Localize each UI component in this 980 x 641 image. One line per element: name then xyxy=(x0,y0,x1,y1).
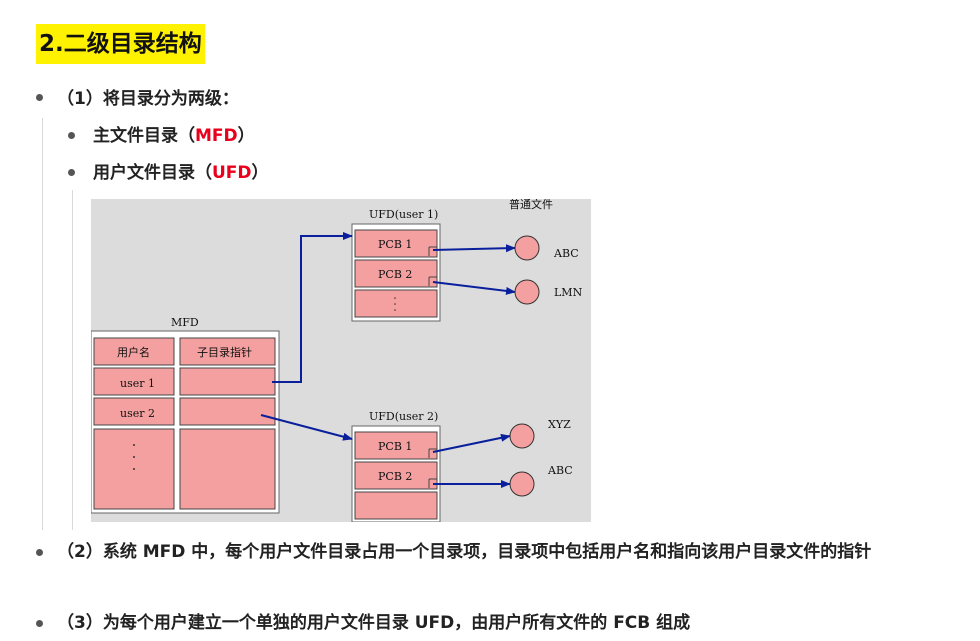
file-circles xyxy=(509,235,540,497)
pointer-arrows xyxy=(260,232,516,488)
indent-guide xyxy=(72,190,73,530)
file-lmn-label: LMN xyxy=(554,286,583,299)
mfd-cell-more-ptr xyxy=(179,428,276,510)
item-2-text: （2）系统 MFD 中，每个用户文件目录占用一个目录项，目录项中包括用户名和指向… xyxy=(57,542,872,562)
ufd2-more-cell xyxy=(354,491,438,520)
arrow-user1-to-ufd1 xyxy=(272,232,353,383)
item-3-text: （3）为每个用户建立一个单独的用户文件目录 UFD，由用户所有文件的 FCB 组… xyxy=(57,613,691,633)
ufd1-table xyxy=(354,229,438,318)
two-level-directory-diagram: MFD 用户名 子目录指针 user 1 user 2 UFD(user 1) … xyxy=(91,199,591,522)
ufd1-pcb1-cell xyxy=(354,229,438,258)
arrow-ufd1-pcb1-to-abc xyxy=(432,244,516,253)
sub-item-ufd-prefix: 用户文件目录（ xyxy=(93,163,212,183)
bullet-dot xyxy=(36,620,43,627)
ufd1-pcb2-cell xyxy=(354,259,438,288)
ufd1-title: UFD(user 1) xyxy=(369,208,438,221)
bullet-dot xyxy=(68,132,75,139)
ufd1-pcb1-label: PCB 1 xyxy=(378,238,412,251)
sub-item-mfd: 主文件目录（MFD） xyxy=(93,125,255,147)
mfd-ellipsis xyxy=(133,444,135,470)
file-abc-1-icon xyxy=(514,235,540,261)
sub-item-mfd-suffix: ） xyxy=(237,126,255,146)
col-user-label: 用户名 xyxy=(117,345,150,359)
mfd-header-ptr xyxy=(179,337,276,366)
mfd-cell-user1 xyxy=(93,367,175,396)
bullet-dot xyxy=(36,94,43,101)
file-xyz-icon xyxy=(509,423,535,449)
ufd2-pcb1-label: PCB 1 xyxy=(378,440,412,453)
mfd-highlight: MFD xyxy=(195,126,238,146)
ufd2-table xyxy=(354,431,438,520)
arrow-user2-to-ufd2 xyxy=(260,414,353,441)
sub-item-ufd: 用户文件目录（UFD） xyxy=(93,162,269,184)
item-1-text: （1）将目录分为两级： xyxy=(57,89,239,109)
mfd-cell-user2 xyxy=(93,397,175,426)
sub-item-ufd-suffix: ） xyxy=(251,163,269,183)
files-label: 普通文件 xyxy=(509,199,553,211)
file-abc-1-label: ABC xyxy=(553,247,579,260)
file-lmn-icon xyxy=(514,279,540,305)
file-abc-2-icon xyxy=(509,471,535,497)
arrow-ufd1-pcb2-to-lmn xyxy=(432,281,516,295)
mfd-table xyxy=(93,337,276,510)
file-abc-2-label: ABC xyxy=(547,464,573,477)
mfd-cell-ptr2 xyxy=(179,397,276,426)
ufd1-ellipsis xyxy=(394,297,396,311)
bullet-dot xyxy=(68,169,75,176)
pointer-notches xyxy=(428,246,437,488)
ufd2-pcb2-label: PCB 2 xyxy=(378,470,412,483)
bullet-dot xyxy=(36,549,43,556)
arrow-ufd2-pcb1-to-xyz xyxy=(432,433,511,453)
mfd-cell-ptr1 xyxy=(179,367,276,396)
indent-guide xyxy=(42,118,43,530)
mfd-title: MFD xyxy=(171,316,199,329)
section-heading: 2.二级目录结构 xyxy=(36,24,205,64)
ufd2-title: UFD(user 2) xyxy=(369,410,438,423)
ufd2-pcb1-cell xyxy=(354,431,438,460)
user2-label: user 2 xyxy=(120,407,155,420)
user1-label: user 1 xyxy=(120,377,155,390)
mfd-header-user xyxy=(93,337,175,366)
ufd1-more-cell xyxy=(354,289,438,318)
sub-item-mfd-prefix: 主文件目录（ xyxy=(93,126,195,146)
ufd2-pcb2-cell xyxy=(354,461,438,490)
file-xyz-label: XYZ xyxy=(548,418,571,431)
col-ptr-label: 子目录指针 xyxy=(197,345,252,359)
ufd1-pcb2-label: PCB 2 xyxy=(378,268,412,281)
ufd-highlight: UFD xyxy=(212,163,252,183)
